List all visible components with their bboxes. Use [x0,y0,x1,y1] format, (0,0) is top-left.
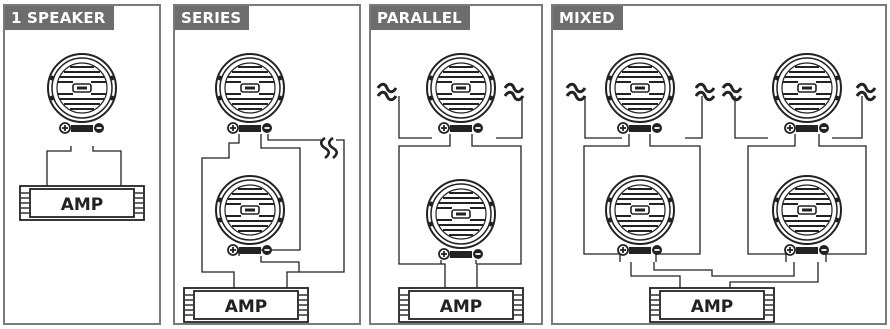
speaker-icon [426,53,496,134]
panel-title: 1 SPEAKER [5,6,114,30]
panel-parallel: PARALLEL [369,4,543,325]
speaker-icon [772,175,842,256]
speaker-icon [215,53,285,134]
speaker-icon [772,53,842,134]
break-symbol-icon [319,136,339,160]
break-symbol-icon [565,82,587,102]
amp-label: AMP [61,195,104,215]
panel-mixed: MIXED [551,4,887,325]
break-symbol-icon [694,82,716,102]
panel-title: MIXED [553,6,623,30]
speaker-icon [605,53,675,134]
speaker-icon [215,175,285,256]
amp-label: AMP [225,297,268,317]
speaker-icon [47,53,117,134]
amp-label: AMP [691,297,734,317]
break-symbol-icon [721,82,743,102]
amp-label: AMP [440,297,483,317]
break-symbol-icon [376,82,398,102]
speaker-icon [605,175,675,256]
speaker-icon [426,179,496,260]
panel-title: PARALLEL [371,6,470,30]
panel-title: SERIES [175,6,250,30]
break-symbol-icon [855,82,877,102]
break-symbol-icon [503,82,525,102]
